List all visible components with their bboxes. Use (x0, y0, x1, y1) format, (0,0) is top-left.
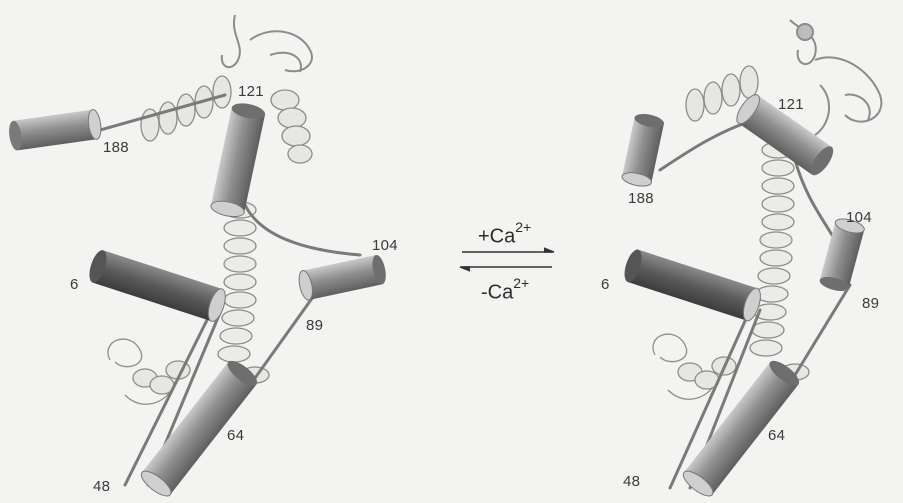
right-label-188: 188 (628, 190, 654, 207)
left-label-64: 64 (227, 427, 244, 444)
right-label-121: 121 (778, 96, 804, 113)
left-horizontal-helix (141, 76, 231, 141)
left-helix-104 (297, 254, 388, 301)
left-label-89: 89 (306, 317, 323, 334)
forward-reaction-text: +Ca (478, 226, 515, 248)
left-label-188: 188 (103, 139, 129, 156)
backward-reaction-label: -Ca2+ (481, 278, 529, 305)
right-helix-188 (621, 112, 665, 189)
right-protein-structure (621, 20, 882, 500)
right-label-6: 6 (601, 276, 610, 293)
right-label-104: 104 (846, 209, 872, 226)
equilibrium-arrows (460, 248, 554, 271)
right-label-89: 89 (862, 295, 879, 312)
left-helix-6 (86, 248, 229, 323)
right-helix-6 (621, 248, 764, 323)
right-label-64: 64 (768, 427, 785, 444)
left-label-104: 104 (372, 237, 398, 254)
left-helix-121 (210, 101, 267, 220)
backward-charge: 2+ (513, 275, 529, 291)
left-top-loops (222, 15, 312, 72)
left-central-helix (218, 202, 256, 362)
left-label-121: 121 (238, 83, 264, 100)
right-top-loops (790, 20, 881, 135)
forward-reaction-label: +Ca2+ (478, 222, 531, 249)
forward-charge: 2+ (515, 219, 531, 235)
right-label-48: 48 (623, 473, 640, 490)
left-label-48: 48 (93, 478, 110, 495)
left-protein-structure (7, 15, 388, 500)
right-central-helix (750, 142, 794, 356)
left-side-helix (271, 90, 312, 163)
backward-reaction-text: -Ca (481, 282, 513, 304)
right-helix-104 (818, 216, 866, 293)
left-label-6: 6 (70, 276, 79, 293)
left-helix-188 (7, 109, 102, 152)
